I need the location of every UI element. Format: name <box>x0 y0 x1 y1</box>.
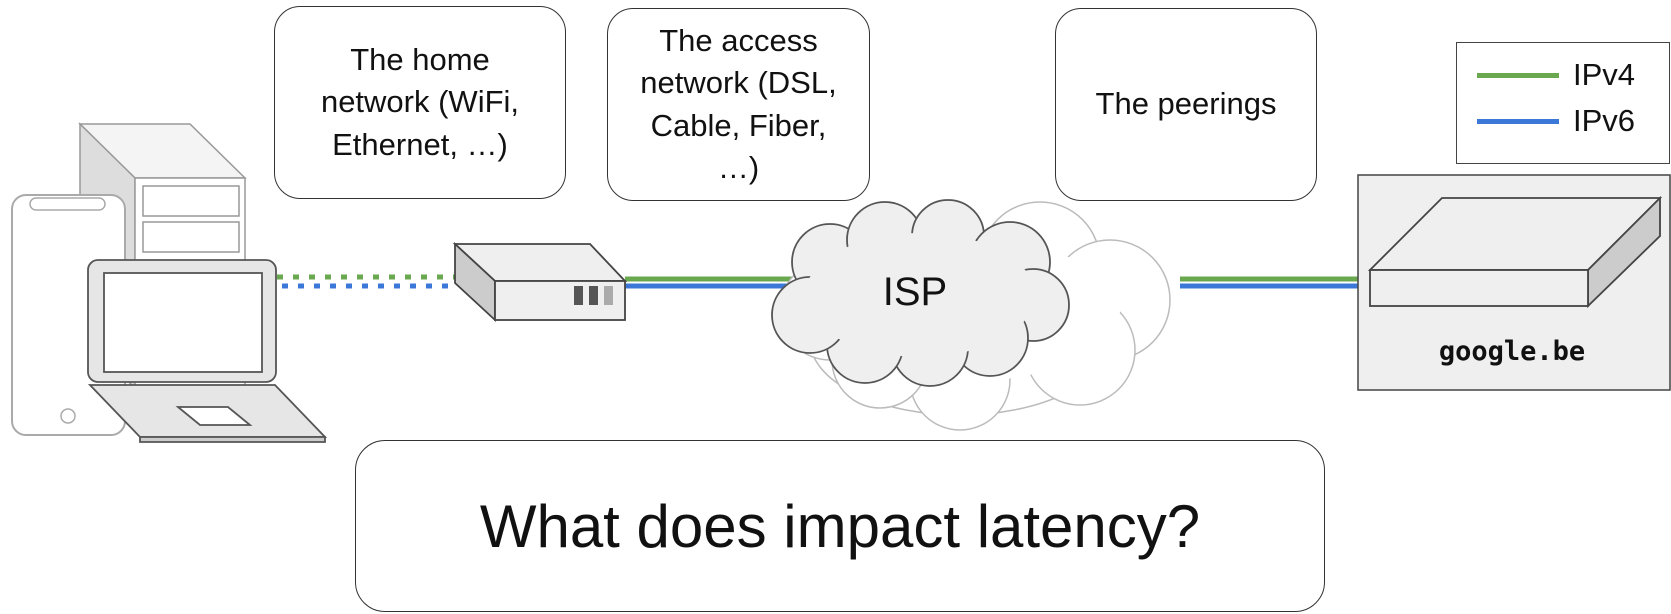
home-link-dotted <box>277 274 458 289</box>
legend-swatch-ipv6 <box>1477 118 1559 124</box>
legend-label-ipv4: IPv4 <box>1573 57 1636 92</box>
laptop-icon <box>87 259 328 443</box>
remote-server-icon <box>1357 174 1671 391</box>
legend-item-ipv4: IPv4 <box>1477 55 1635 95</box>
server-label: google.be <box>1438 336 1586 367</box>
legend: IPv4 IPv6 <box>1456 42 1670 164</box>
question-text: What does impact latency? <box>479 492 1201 560</box>
callout-peerings: The peerings <box>1055 8 1317 201</box>
modem-router-icon <box>452 241 628 323</box>
legend-label-ipv6: IPv6 <box>1573 103 1636 138</box>
callout-access-network: The access network (DSL, Cable, Fiber, …… <box>607 8 870 201</box>
isp-label: ISP <box>882 270 948 314</box>
peering-link <box>1180 276 1360 289</box>
callout-home-network-text: The home network (WiFi, Ethernet, …) <box>320 42 520 162</box>
callout-access-network-text: The access network (DSL, Cable, Fiber, …… <box>640 23 837 185</box>
access-link <box>625 276 800 289</box>
callout-home-network: The home network (WiFi, Ethernet, …) <box>274 6 566 199</box>
legend-item-ipv6: IPv6 <box>1477 101 1635 141</box>
isp-cloud-icon <box>771 199 1070 387</box>
question-box: What does impact latency? <box>355 440 1325 612</box>
callout-peerings-text: The peerings <box>1095 86 1277 122</box>
legend-swatch-ipv4 <box>1477 72 1559 78</box>
